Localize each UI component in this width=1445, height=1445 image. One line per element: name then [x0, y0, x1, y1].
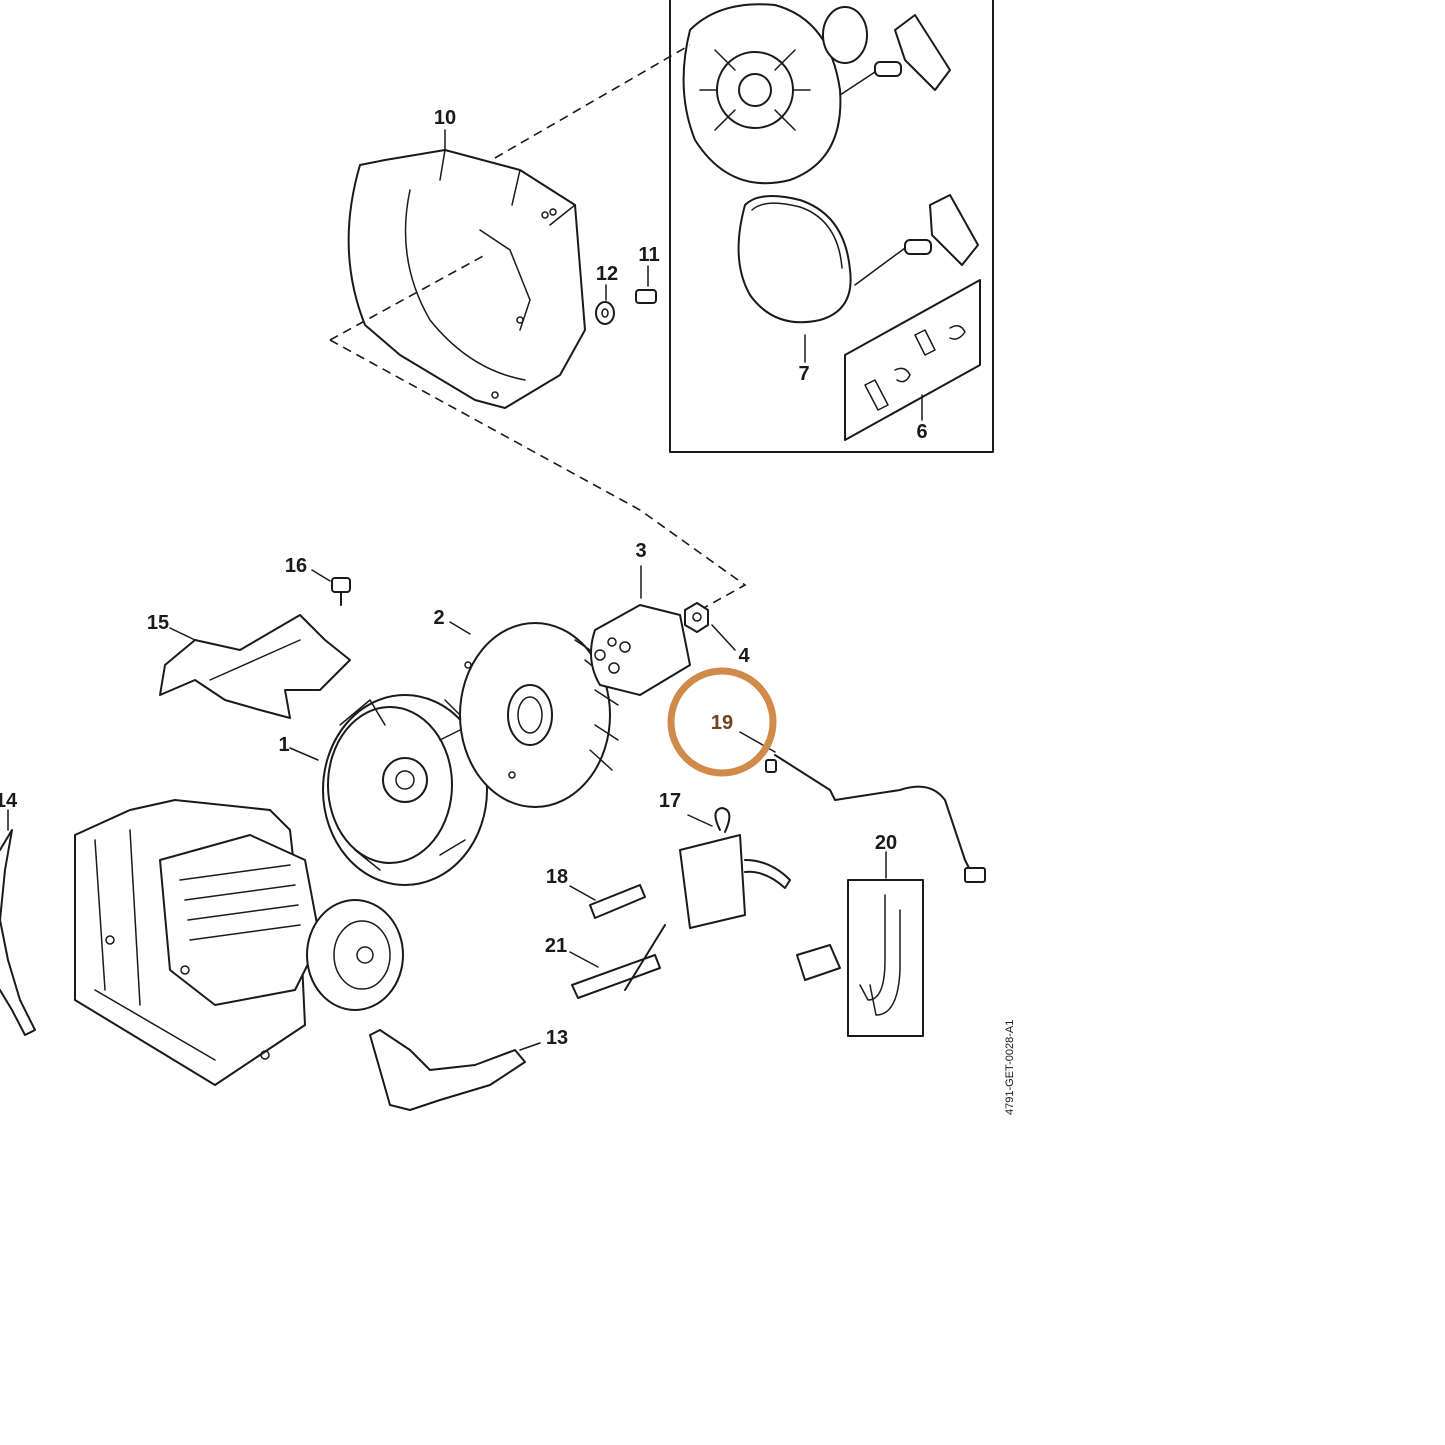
callout-15: 15 [147, 612, 169, 634]
fan-housing [347, 149, 586, 409]
cover-13 [369, 1029, 541, 1111]
cable-kit-box-20 [847, 851, 924, 1037]
document-code: 4791-GET-0028-A1 [1004, 1020, 1016, 1115]
spark-plug-18 [569, 884, 646, 919]
callout-21: 21 [545, 935, 567, 957]
callout-2: 2 [433, 607, 444, 629]
bolt-16 [311, 569, 351, 606]
starter-housing [682, 3, 842, 185]
ignition-module-17 [679, 807, 791, 929]
engine-crankcase [74, 799, 404, 1086]
pull-handle-lower [854, 194, 979, 286]
part-14-partial [0, 809, 36, 1036]
callout-17: 17 [659, 790, 681, 812]
callout-20: 20 [875, 832, 897, 854]
callout-14: 14 [0, 790, 18, 812]
highlight-callout-19[interactable]: 19 [667, 667, 777, 777]
nut-4 [684, 602, 736, 651]
stop-switch [796, 944, 841, 981]
pull-handle-top [839, 14, 951, 96]
starter-assembly-box [669, 0, 994, 453]
cable-19 [765, 754, 986, 883]
hub-3 [590, 565, 691, 696]
cover-15 [159, 614, 351, 719]
callout-3: 3 [635, 540, 646, 562]
plug-wrench-21 [569, 924, 666, 999]
callout-7: 7 [798, 363, 809, 385]
callout-6: 6 [916, 421, 927, 443]
pawl-spring-kit-box [844, 279, 981, 441]
callout-10: 10 [434, 107, 456, 129]
starter-washer [822, 6, 868, 64]
callout-12: 12 [596, 263, 618, 285]
screw-11 [635, 265, 657, 304]
callout-19: 19 [711, 712, 733, 734]
callout-11: 11 [638, 244, 659, 266]
callout-13: 13 [546, 1027, 568, 1049]
starter-cup-1 [289, 694, 488, 886]
callout-4: 4 [738, 645, 750, 667]
starter-rope [737, 195, 852, 324]
callout-1: 1 [278, 734, 289, 756]
highlight-ring [667, 667, 777, 777]
washer-12 [595, 284, 615, 325]
callout-18: 18 [546, 866, 568, 888]
callout-16: 16 [285, 555, 307, 577]
